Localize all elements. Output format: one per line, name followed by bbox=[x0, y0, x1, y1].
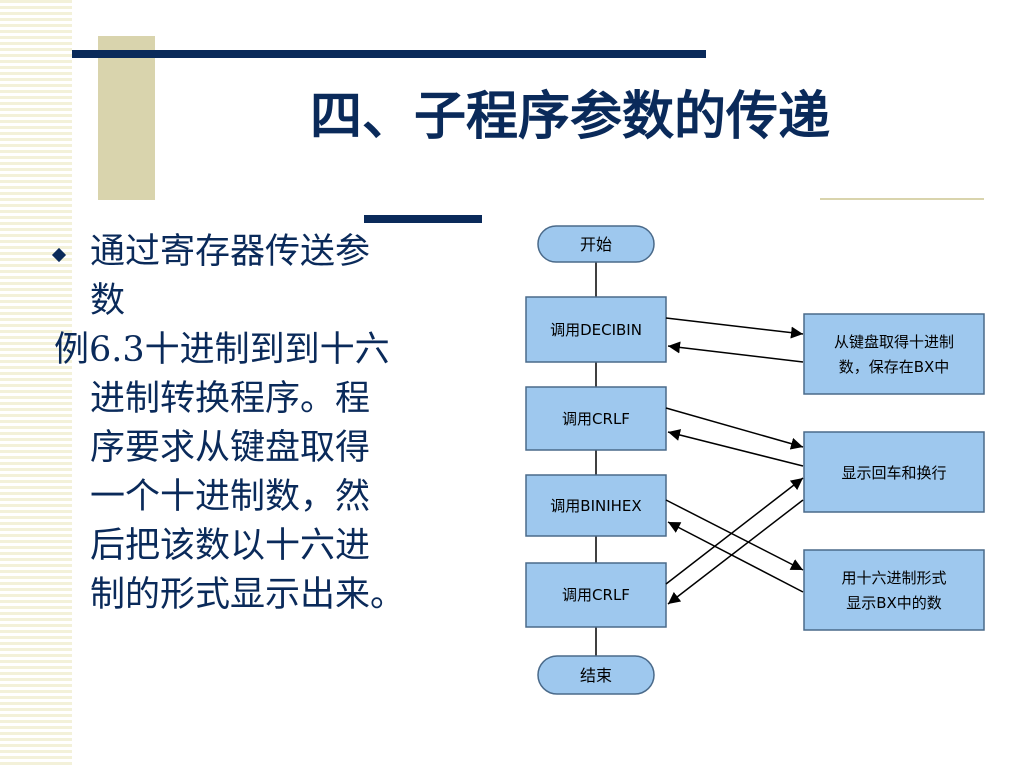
step-label: 调用CRLF bbox=[562, 586, 630, 604]
side-box-crlf bbox=[803, 431, 985, 513]
slide-title: 四、子程序参数的传递 bbox=[309, 86, 830, 147]
arrow-return-crlf-2 bbox=[667, 499, 804, 605]
arrow-call-decibin bbox=[665, 317, 804, 339]
decorative-block bbox=[98, 36, 155, 200]
side-box-label: 显示回车和换行 bbox=[841, 464, 946, 482]
accent-rule bbox=[364, 215, 482, 223]
side-box-label: 从键盘取得十进制 bbox=[834, 333, 954, 351]
step-box-crlf-2 bbox=[525, 562, 667, 628]
example-line: 进制转换程序。程 bbox=[90, 379, 371, 419]
step-box-binihex bbox=[525, 474, 667, 537]
step-label: 调用DECIBIN bbox=[550, 321, 642, 339]
example-line: 一个十进制数，然 bbox=[90, 477, 371, 517]
end-label: 结束 bbox=[580, 666, 612, 685]
arrow-return-crlf-1 bbox=[667, 429, 804, 467]
arrow-call-crlf-2 bbox=[665, 477, 804, 585]
body-text: 通过寄存器传送参 数 例6.3十进制到到十六 进制转换程序。程 序要求从键盘取得… bbox=[54, 228, 474, 620]
example-line: 后把该数以十六进 bbox=[90, 526, 371, 566]
end-terminal bbox=[537, 655, 655, 695]
side-box-label: 数，保存在BX中 bbox=[839, 358, 950, 376]
arrow-call-binihex bbox=[665, 499, 804, 571]
example-line: 例6.3十进制到到十六 bbox=[54, 330, 390, 370]
decorative-stripes bbox=[0, 0, 72, 768]
arrow-return-decibin bbox=[667, 341, 804, 363]
step-label: 调用BINIHEX bbox=[550, 497, 641, 515]
bullet-line: 数 bbox=[90, 281, 126, 321]
step-box-crlf-1 bbox=[525, 386, 667, 451]
start-label: 开始 bbox=[580, 235, 612, 254]
decorative-rule bbox=[820, 198, 984, 200]
bullet-line: 通过寄存器传送参 bbox=[90, 232, 371, 272]
step-label: 调用CRLF bbox=[562, 410, 630, 428]
side-box-show-hex bbox=[803, 549, 985, 631]
example-line: 制的形式显示出来。 bbox=[90, 575, 406, 615]
side-box-read-input bbox=[803, 313, 985, 395]
side-box-label: 显示BX中的数 bbox=[846, 594, 942, 612]
arrow-call-crlf-1 bbox=[665, 407, 804, 450]
example-line: 序要求从键盘取得 bbox=[90, 428, 371, 468]
title-rule bbox=[72, 50, 706, 58]
step-box-decibin bbox=[525, 296, 667, 363]
start-terminal bbox=[537, 225, 655, 263]
side-box-label: 用十六进制形式 bbox=[841, 569, 946, 587]
arrow-return-binihex bbox=[667, 521, 804, 593]
